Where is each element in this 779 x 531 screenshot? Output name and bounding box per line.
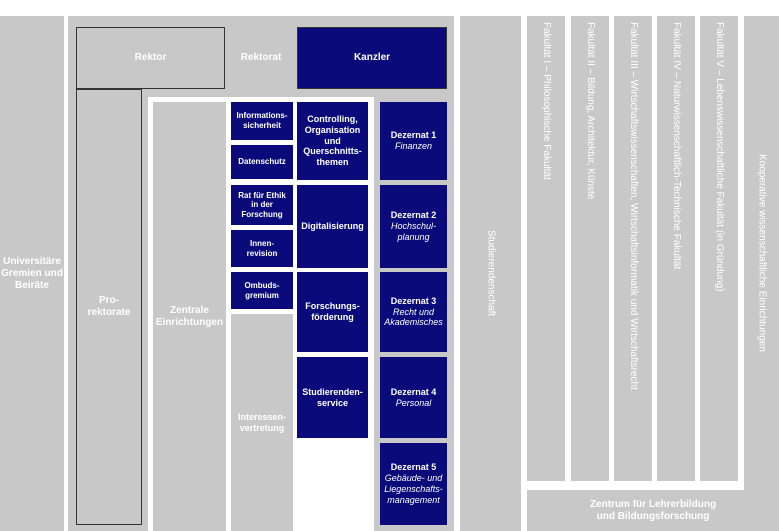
fakultaet-1-box: Fakultät I – Philosophische Fakultät bbox=[527, 16, 565, 481]
dezernat-2-labels: Dezernat 2 Hochschul- planung bbox=[391, 210, 437, 242]
kooperative-label: Kooperative wissenschaftliche Einrichtun… bbox=[756, 154, 768, 352]
dezernat-1-box: Dezernat 1 Finanzen bbox=[380, 102, 447, 180]
studierendenservice-label: Studierenden- service bbox=[302, 386, 363, 408]
zentrum-label: Zentrum für Lehrerbildung und Bildungsfo… bbox=[589, 498, 717, 522]
dezernat-3-labels: Dezernat 3 Recht und Akademisches bbox=[384, 296, 443, 328]
digitalisierung-label: Digitalisierung bbox=[301, 221, 364, 232]
dezernat-3-subtitle: Recht und Akademisches bbox=[384, 306, 443, 328]
innenrevision-box: Innen- revision bbox=[231, 230, 293, 267]
universitaere-gremien-box: Universitäre Gremien und Beiräte bbox=[0, 16, 64, 531]
dezernat-2-subtitle: Hochschul- planung bbox=[390, 221, 437, 242]
datenschutz-box: Datenschutz bbox=[231, 145, 293, 179]
controlling-box: Controlling, Organisation und Querschnit… bbox=[297, 102, 368, 180]
zentrale-einrichtungen-label: Zentrale Einrichtungen bbox=[155, 304, 224, 328]
dezernat-1-labels: Dezernat 1 Finanzen bbox=[391, 130, 437, 152]
dezernat-3-title: Dezernat 3 bbox=[390, 295, 437, 306]
zentrale-einrichtungen-box: Zentrale Einrichtungen bbox=[153, 102, 226, 531]
informationssicherheit-box: Informations- sicherheit bbox=[231, 102, 293, 140]
prorektorate-label: Pro- rektorate bbox=[87, 295, 131, 318]
kooperative-box: Kooperative wissenschaftliche Einrichtun… bbox=[744, 16, 779, 490]
dezernat-5-title: Dezernat 5 bbox=[390, 462, 437, 473]
dezernat-5-box: Dezernat 5 Gebäude- und Liegenschafts- m… bbox=[380, 443, 447, 525]
fakultaet-2-label: Fakultät II – Bildung, Architektur, Küns… bbox=[585, 22, 596, 200]
fakultaet-2-box: Fakultät II – Bildung, Architektur, Küns… bbox=[571, 16, 609, 481]
ombudsgremium-label: Ombuds- gremium bbox=[244, 280, 280, 300]
fakultaet-5-label: Fakultät V – Lebenswissenschaftliche Fak… bbox=[714, 22, 725, 292]
studierendenschaft-box: Studierendenschaft bbox=[460, 16, 521, 531]
rektor-box: Rektor bbox=[76, 27, 225, 89]
informationssicherheit-label: Informations- sicherheit bbox=[236, 111, 288, 130]
zentrum-box: Zentrum für Lehrerbildung und Bildungsfo… bbox=[527, 490, 779, 531]
interessenvertretung-box: Interessen- vertretung bbox=[231, 314, 293, 531]
rektor-label: Rektor bbox=[134, 52, 167, 63]
interessenvertretung-label: Interessen- vertretung bbox=[237, 411, 287, 433]
dezernat-4-title: Dezernat 4 bbox=[390, 386, 437, 397]
dezernat-3-box: Dezernat 3 Recht und Akademisches bbox=[380, 272, 447, 352]
dezernat-2-box: Dezernat 2 Hochschul- planung bbox=[380, 185, 447, 268]
forschungsfoerderung-box: Forschungs- förderung bbox=[297, 272, 368, 352]
studierendenservice-box: Studierenden- service bbox=[297, 357, 368, 438]
dezernat-5-subtitle: Gebäude- und Liegenschafts- management bbox=[384, 473, 443, 505]
ethikrat-box: Rat für Ethik in der Forschung bbox=[231, 185, 293, 225]
kanzler-box: Kanzler bbox=[297, 27, 447, 89]
forschungsfoerderung-label: Forschungs- förderung bbox=[305, 301, 360, 322]
datenschutz-label: Datenschutz bbox=[238, 157, 286, 167]
fakultaet-4-box: Fakultät IV – Naturwissenschaftlich-Tech… bbox=[657, 16, 695, 481]
fakultaet-5-box: Fakultät V – Lebenswissenschaftliche Fak… bbox=[700, 16, 738, 481]
dezernat-2-title: Dezernat 2 bbox=[390, 210, 437, 221]
studierendenschaft-label: Studierendenschaft bbox=[485, 230, 497, 317]
fakultaet-1-label: Fakultät I – Philosophische Fakultät bbox=[541, 22, 552, 180]
fakultaet-3-label: Fakultät III – Wirtschaftswissenschaften… bbox=[628, 22, 639, 390]
innenrevision-label: Innen- revision bbox=[246, 238, 278, 258]
dezernat-1-title: Dezernat 1 bbox=[390, 130, 437, 141]
fakultaet-3-box: Fakultät III – Wirtschaftswissenschaften… bbox=[614, 16, 652, 481]
ethikrat-label: Rat für Ethik in der Forschung bbox=[238, 190, 286, 219]
dezernat-5-labels: Dezernat 5 Gebäude- und Liegenschafts- m… bbox=[384, 462, 443, 505]
prorektorate-box: Pro- rektorate bbox=[76, 89, 142, 525]
kanzler-label: Kanzler bbox=[353, 52, 391, 63]
dezernat-4-box: Dezernat 4 Personal bbox=[380, 357, 447, 438]
dezernat-4-labels: Dezernat 4 Personal bbox=[391, 387, 437, 409]
rektorat-label-box: Rektorat bbox=[228, 27, 294, 89]
controlling-label: Controlling, Organisation und Querschnit… bbox=[303, 114, 362, 168]
universitaere-gremien-label: Universitäre Gremien und Beiräte bbox=[1, 255, 63, 291]
digitalisierung-box: Digitalisierung bbox=[297, 185, 368, 268]
dezernat-4-subtitle: Personal bbox=[395, 397, 432, 408]
rektorat-label: Rektorat bbox=[240, 52, 282, 63]
dezernat-1-subtitle: Finanzen bbox=[394, 141, 433, 151]
ombudsgremium-box: Ombuds- gremium bbox=[231, 272, 293, 309]
fakultaet-4-label: Fakultät IV – Naturwissenschaftlich-Tech… bbox=[671, 22, 682, 270]
